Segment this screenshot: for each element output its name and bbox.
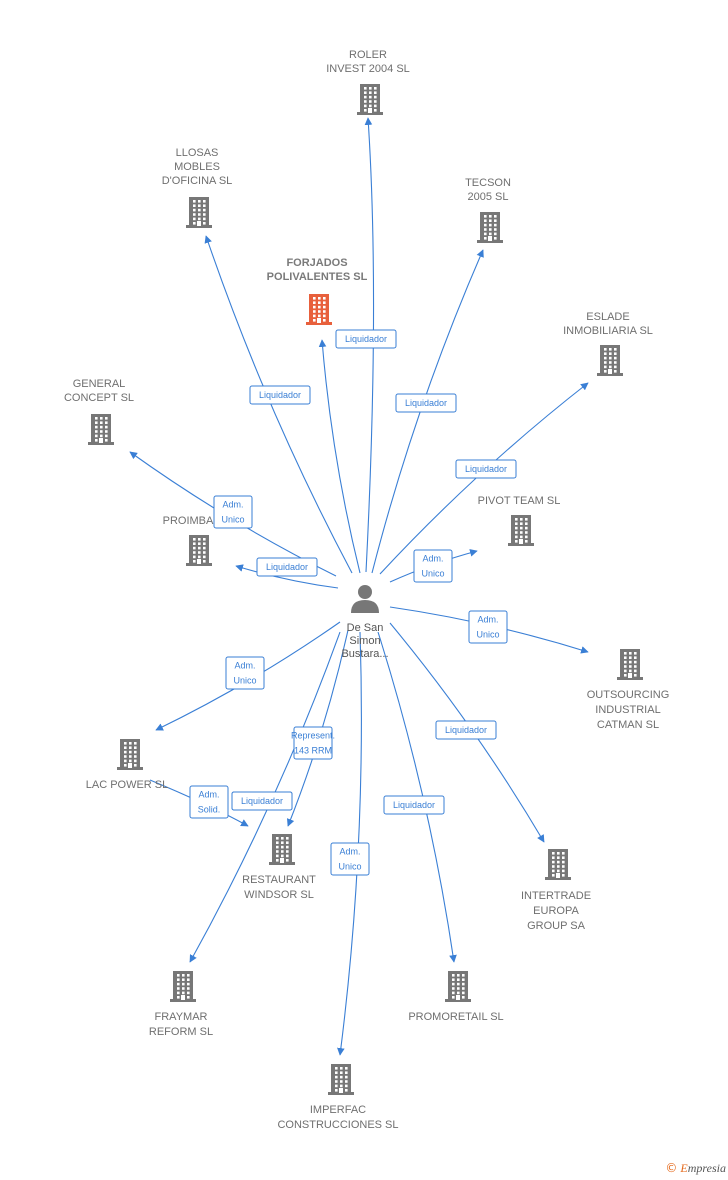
building-icon-outsourcing[interactable]	[617, 649, 643, 680]
relation-badge-forjados[interactable]: Liquidador	[335, 329, 397, 349]
relation-badge-pivot[interactable]: Adm. Unico	[413, 549, 453, 583]
brand-name: mpresia	[687, 1161, 726, 1175]
relation-text: Liquidador	[241, 796, 283, 806]
company-label-eslade[interactable]: ESLADE	[586, 311, 629, 323]
building-icon-pivot[interactable]	[508, 515, 534, 546]
edge-promoretail	[377, 631, 457, 963]
relation-text: Liquidador	[465, 464, 507, 474]
relation-text: Unico	[338, 862, 361, 872]
building-icon-general[interactable]	[88, 414, 114, 445]
relation-text: Adm.	[422, 554, 443, 564]
relation-text: Represent.	[291, 731, 335, 741]
company-label-outsourcing[interactable]: OUTSOURCING	[587, 689, 670, 701]
company-label-restaurant[interactable]: RESTAURANT	[242, 874, 316, 886]
building-icon-tecson[interactable]	[477, 212, 503, 243]
company-label-fraymar[interactable]: REFORM SL	[149, 1026, 213, 1038]
empresia-credit[interactable]: © Empresia	[665, 1161, 726, 1176]
company-label-intertrade[interactable]: INTERTRADE	[521, 890, 591, 902]
relation-text: Solid.	[198, 805, 221, 815]
company-label-forjados[interactable]: POLIVALENTES SL	[267, 271, 368, 283]
building-icon-fraymar[interactable]	[170, 971, 196, 1002]
company-label-imperfac[interactable]: IMPERFAC	[310, 1104, 366, 1116]
company-label-general[interactable]: GENERAL	[73, 378, 126, 390]
relation-badge-restaurant[interactable]: Represent. 143 RRM	[291, 726, 335, 760]
relation-text: Unico	[233, 676, 256, 686]
relation-text: 143 RRM	[294, 746, 332, 756]
relation-text: Liquidador	[345, 334, 387, 344]
copyright-symbol: ©	[665, 1161, 678, 1175]
relation-badge-promoretail[interactable]: Liquidador	[383, 795, 445, 815]
edge-roler	[364, 117, 375, 573]
brand-initial: E	[680, 1161, 688, 1175]
building-icon-restaurant[interactable]	[269, 834, 295, 865]
relation-badge-eslade[interactable]: Liquidador	[455, 459, 517, 479]
company-label-tecson[interactable]: 2005 SL	[468, 191, 509, 203]
relation-text: Adm.	[234, 661, 255, 671]
relation-badge-general[interactable]: Adm. Unico	[213, 495, 253, 529]
relation-badge-outsourcing[interactable]: Adm. Unico	[468, 610, 508, 644]
relation-badge-restaurant-extra-0[interactable]: Adm. Solid.	[189, 785, 229, 819]
building-icon-promoretail[interactable]	[445, 971, 471, 1002]
edge-proimba	[235, 564, 339, 589]
company-label-restaurant[interactable]: WINDSOR SL	[244, 889, 314, 901]
building-icon-lacpower[interactable]	[117, 739, 143, 770]
building-icon-forjados[interactable]	[306, 294, 332, 325]
company-label-forjados[interactable]: FORJADOS	[286, 257, 347, 269]
relation-text: Liquidador	[393, 800, 435, 810]
company-label-llosas[interactable]: MOBLES	[174, 161, 220, 173]
person-icon[interactable]	[351, 585, 379, 613]
building-icon-imperfac[interactable]	[328, 1064, 354, 1095]
company-label-proimba[interactable]: PROIMBA	[163, 515, 214, 527]
relation-text: Adm.	[198, 790, 219, 800]
company-label-roler[interactable]: INVEST 2004 SL	[326, 63, 410, 75]
relation-text: Unico	[476, 630, 499, 640]
company-label-outsourcing[interactable]: INDUSTRIAL	[595, 704, 660, 716]
relation-text: Liquidador	[405, 398, 447, 408]
company-label-eslade[interactable]: INMOBILIARIA SL	[563, 325, 653, 337]
relation-text: Unico	[421, 569, 444, 579]
edge-llosas	[204, 235, 353, 574]
person-name[interactable]: Simon	[349, 635, 380, 647]
relation-text: Adm.	[477, 615, 498, 625]
company-label-tecson[interactable]: TECSON	[465, 177, 511, 189]
building-icon-proimba[interactable]	[186, 535, 212, 566]
relation-text: Liquidador	[445, 725, 487, 735]
relation-text: Liquidador	[266, 562, 308, 572]
company-label-intertrade[interactable]: GROUP SA	[527, 920, 586, 932]
relation-badge-intertrade[interactable]: Liquidador	[435, 720, 497, 740]
company-label-llosas[interactable]: D'OFICINA SL	[162, 175, 233, 187]
company-label-lacpower[interactable]: LAC POWER SL	[86, 779, 169, 791]
relation-badge-imperfac[interactable]: Adm. Unico	[330, 842, 370, 876]
building-icon-intertrade[interactable]	[545, 849, 571, 880]
relation-badge-tecson[interactable]: Liquidador	[395, 393, 457, 413]
edge-forjados	[318, 339, 361, 574]
relation-badge-fraymar[interactable]: Liquidador	[231, 791, 293, 811]
building-icon-llosas[interactable]	[186, 197, 212, 228]
company-label-roler[interactable]: ROLER	[349, 49, 387, 61]
company-label-imperfac[interactable]: CONSTRUCCIONES SL	[277, 1119, 398, 1131]
relation-text: Liquidador	[259, 390, 301, 400]
relation-text: Unico	[221, 515, 244, 525]
person-name[interactable]: De San	[347, 622, 384, 634]
building-icon-roler[interactable]	[357, 84, 383, 115]
company-label-outsourcing[interactable]: CATMAN SL	[597, 719, 659, 731]
company-label-llosas[interactable]: LLOSAS	[176, 147, 219, 159]
building-icon-eslade[interactable]	[597, 345, 623, 376]
company-label-intertrade[interactable]: EUROPA	[533, 905, 579, 917]
company-label-general[interactable]: CONCEPT SL	[64, 392, 134, 404]
relation-badge-lacpower[interactable]: Adm. Unico	[225, 656, 265, 690]
company-label-promoretail[interactable]: PROMORETAIL SL	[408, 1011, 503, 1023]
person-name[interactable]: Bustara...	[341, 648, 388, 660]
relation-badge-llosas[interactable]: Liquidador	[249, 385, 311, 405]
relation-text: Adm.	[222, 500, 243, 510]
company-label-pivot[interactable]: PIVOT TEAM SL	[478, 495, 561, 507]
relation-text: Adm.	[339, 847, 360, 857]
relation-badge-proimba[interactable]: Liquidador	[256, 557, 318, 577]
company-label-fraymar[interactable]: FRAYMAR	[155, 1011, 208, 1023]
